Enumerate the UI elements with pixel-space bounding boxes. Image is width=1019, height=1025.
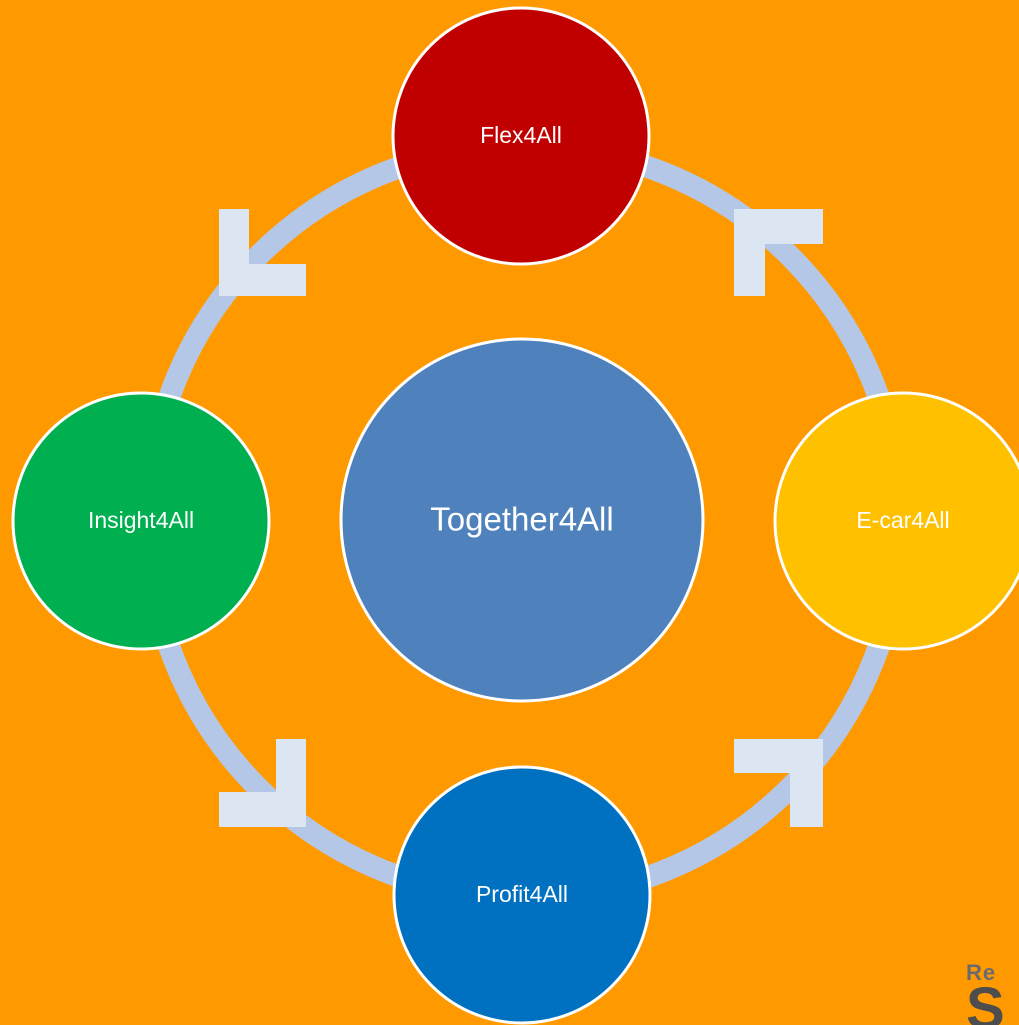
node-flex-label: Flex4All	[480, 122, 562, 148]
arrow-bottom-right	[734, 739, 823, 827]
logo-watermark: Re S	[966, 960, 1019, 1025]
node-profit-circle	[392, 765, 652, 1025]
node-profit: Profit4All	[392, 765, 652, 1025]
arrow-top-right	[734, 209, 823, 296]
arrow-top-left	[219, 209, 306, 296]
watermark-letter: S	[966, 976, 1005, 1025]
center-node-circle	[339, 337, 705, 703]
node-insight: Insight4All	[11, 391, 271, 651]
node-ecar-label: E-car4All	[856, 507, 949, 533]
node-ecar: E-car4All	[773, 391, 1019, 651]
node-ecar-circle	[773, 391, 1019, 651]
watermark-text: Re	[966, 960, 997, 985]
node-profit-label: Profit4All	[476, 881, 568, 907]
node-flex-circle	[391, 6, 651, 266]
arrow-bottom-left	[219, 739, 306, 827]
node-insight-circle	[11, 391, 271, 651]
node-insight-label: Insight4All	[88, 507, 194, 533]
center-node-label: Together4All	[430, 501, 613, 538]
node-flex: Flex4All	[391, 6, 651, 266]
center-node: Together4All	[339, 337, 705, 703]
